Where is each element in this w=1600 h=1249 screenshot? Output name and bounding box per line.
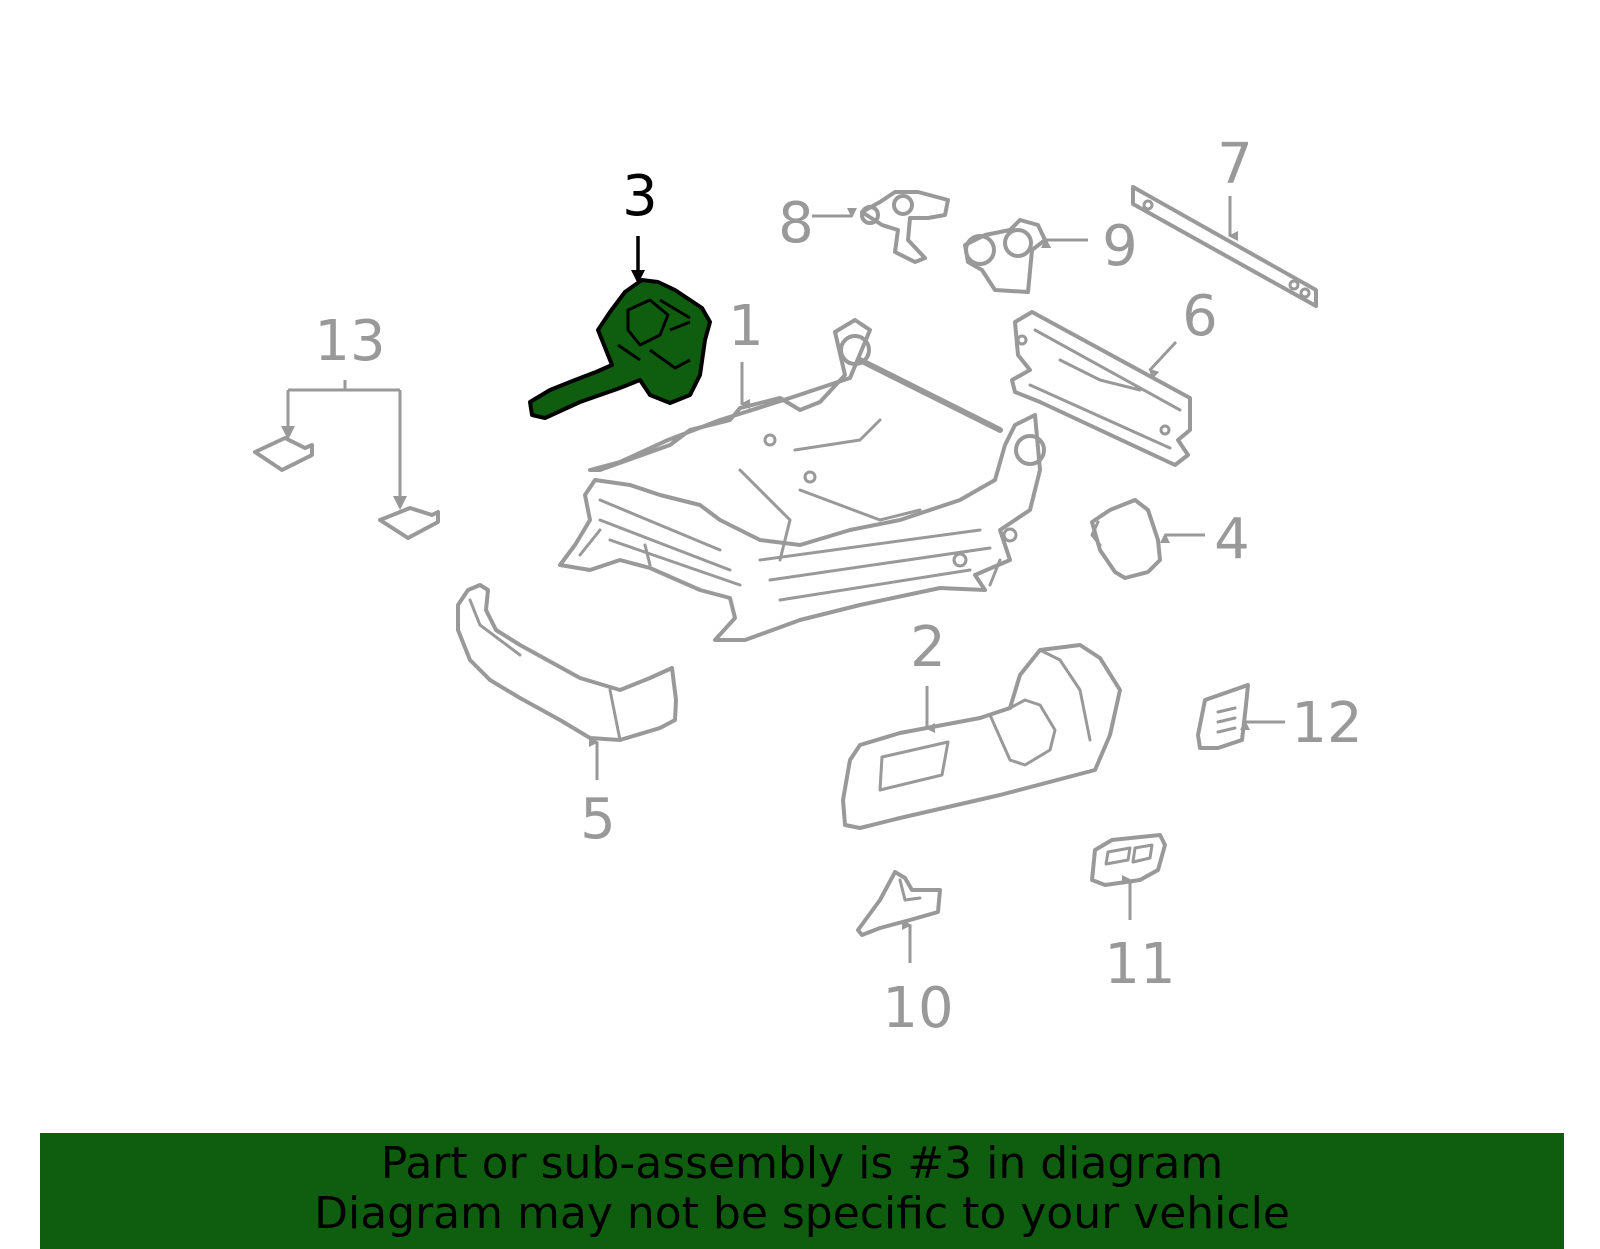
leader-13-arrow-a: [281, 426, 295, 440]
leader-13-arrow-b: [393, 496, 407, 510]
part-11-switch[interactable]: [1090, 833, 1167, 887]
part-7-strap[interactable]: [1131, 185, 1318, 308]
part-9-bracket[interactable]: [963, 218, 1047, 294]
callout-12: 12: [1291, 691, 1362, 756]
part-1-seat-frame[interactable]: [558, 318, 1046, 642]
part-6-track-rail[interactable]: [1010, 310, 1192, 467]
callout-7: 7: [1217, 132, 1253, 197]
callout-1: 1: [728, 294, 764, 359]
callout-9: 9: [1102, 214, 1138, 279]
part-3-motor-actuator[interactable]: [528, 278, 712, 420]
info-banner: Part or sub-assembly is #3 in diagram Di…: [40, 1133, 1564, 1249]
callout-2: 2: [910, 615, 946, 680]
callout-5: 5: [580, 787, 616, 852]
callout-10: 10: [882, 976, 953, 1041]
part-5-front-trim[interactable]: [456, 583, 678, 742]
leader-13: [286, 380, 402, 502]
part-13-clips[interactable]: [253, 436, 440, 540]
callout-3: 3: [622, 164, 658, 229]
callout-8: 8: [778, 191, 814, 256]
part-10-bracket[interactable]: [856, 870, 942, 937]
callout-4: 4: [1214, 507, 1250, 572]
banner-line-1: Part or sub-assembly is #3 in diagram: [380, 1138, 1224, 1189]
part-12-clip[interactable]: [1196, 683, 1250, 750]
leader-6: [1148, 340, 1178, 380]
part-4-cover[interactable]: [1090, 498, 1162, 580]
part-8-bracket[interactable]: [860, 190, 950, 264]
banner-line-2: Diagram may not be specific to your vehi…: [314, 1188, 1290, 1239]
leader-3-arrowhead: [631, 270, 645, 284]
part-2-side-shield[interactable]: [841, 643, 1122, 830]
callout-13: 13: [314, 309, 385, 374]
callout-11: 11: [1104, 932, 1175, 997]
callout-6: 6: [1182, 284, 1218, 349]
